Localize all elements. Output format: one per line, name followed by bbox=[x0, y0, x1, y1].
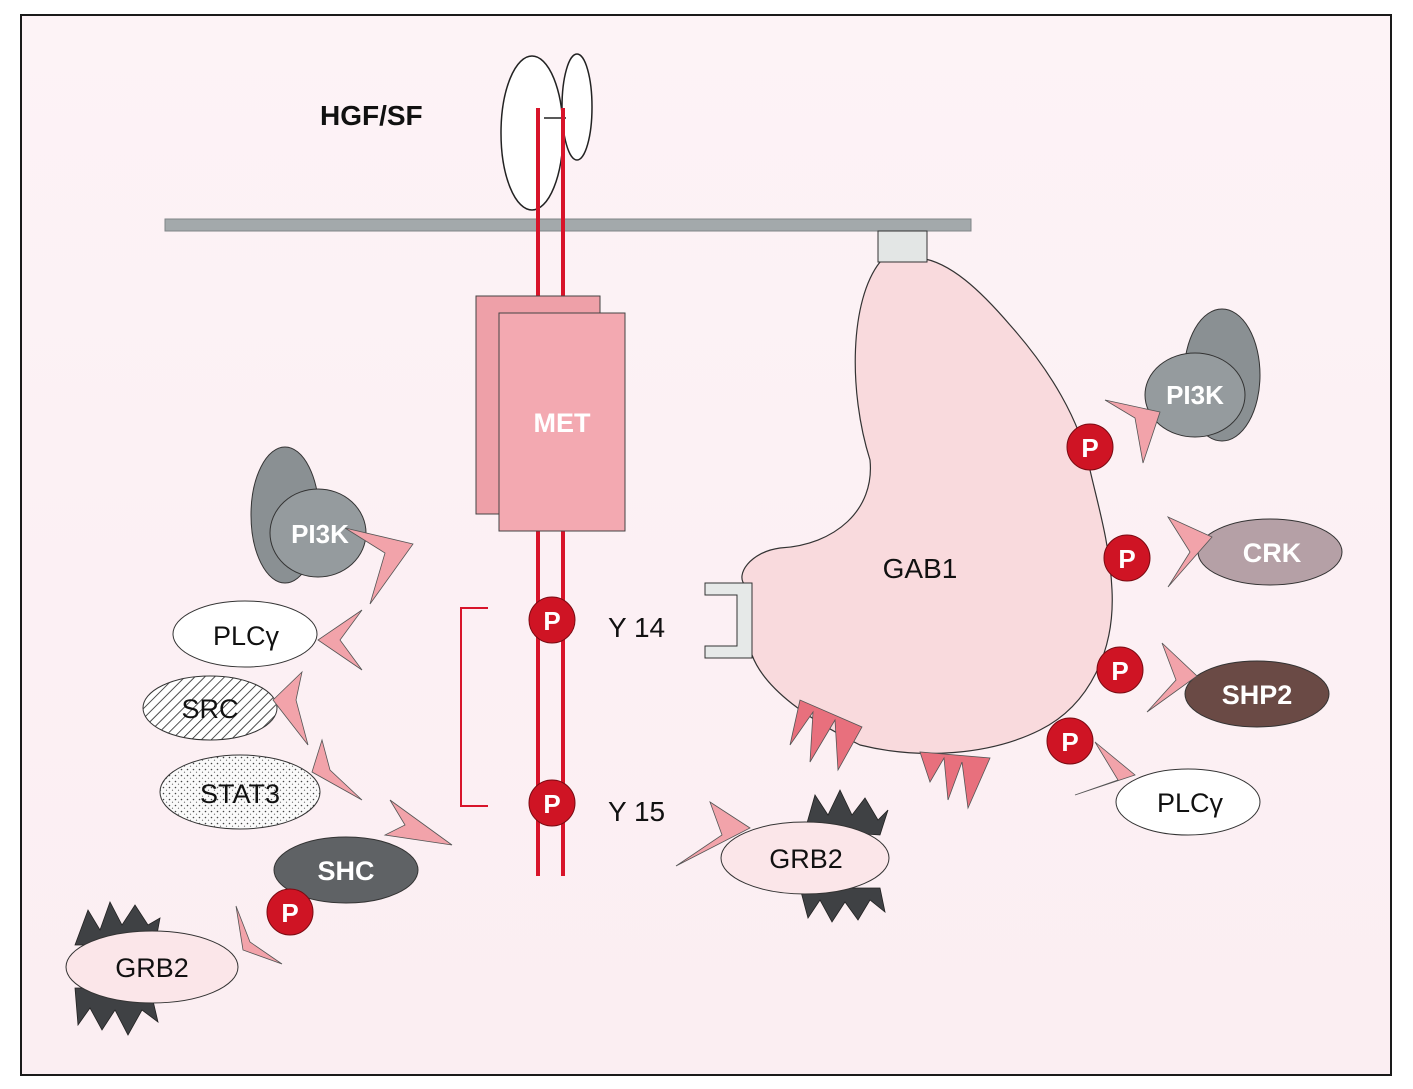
met-src-label: SRC bbox=[181, 694, 238, 724]
grb2-left-label: GRB2 bbox=[115, 953, 189, 983]
met-stat3-label: STAT3 bbox=[200, 779, 280, 809]
gab1-plcg-label: PLCγ bbox=[1157, 788, 1224, 818]
svg-text:P: P bbox=[543, 789, 560, 819]
gab1-phospho-1: P bbox=[1066, 423, 1114, 471]
grb2-left-sh2-icon bbox=[235, 905, 283, 965]
gab1-body bbox=[741, 257, 1113, 755]
grb2-center-sh2-icon bbox=[675, 801, 751, 867]
gab1-crk-label: CRK bbox=[1243, 538, 1302, 568]
plasma-membrane bbox=[164, 218, 972, 232]
diagram-frame bbox=[20, 14, 1392, 1076]
gab1-crk-sh2-icon bbox=[1166, 516, 1213, 588]
met-plcg-label: PLCγ bbox=[213, 621, 280, 651]
met-shc-protein bbox=[273, 836, 419, 904]
met-stat3-sh2-icon bbox=[311, 738, 363, 801]
gab1-phospho-2: P bbox=[1103, 534, 1151, 582]
hgf-ellipse-left bbox=[500, 55, 564, 211]
grb2-center-label: GRB2 bbox=[769, 844, 843, 874]
gab1-membrane-anchor bbox=[877, 230, 928, 263]
docking-site-bracket bbox=[460, 607, 488, 807]
met-pi3k-sh2-icon bbox=[344, 527, 414, 605]
met-src-sh2-icon bbox=[272, 670, 309, 746]
gab1-phospho-4: P bbox=[1046, 717, 1094, 765]
y14-label: Y 14 bbox=[608, 612, 665, 643]
y15-label: Y 15 bbox=[608, 796, 665, 827]
gab1-shp2-label: SHP2 bbox=[1222, 680, 1293, 710]
grb2-center-sh3-bottom-icon bbox=[799, 887, 886, 923]
hgf-ellipse-right bbox=[561, 53, 593, 161]
phospho-y15: P bbox=[528, 779, 576, 827]
met-plcg-protein bbox=[172, 600, 318, 668]
gab1-plcg-sh2-icon bbox=[1074, 741, 1136, 796]
shc-phospho: P bbox=[266, 888, 314, 936]
gab1-spikes-left bbox=[789, 699, 863, 772]
svg-text:P: P bbox=[1118, 544, 1135, 574]
met-src-protein bbox=[142, 675, 278, 741]
grb2-left-protein bbox=[65, 930, 239, 1004]
gab1-plcg-protein bbox=[1115, 768, 1261, 836]
met-plcg-sh2-icon bbox=[317, 609, 363, 671]
gab1-pi3k-sh2-icon bbox=[1104, 399, 1161, 464]
met-stat3-protein bbox=[159, 754, 321, 830]
svg-text:P: P bbox=[1081, 433, 1098, 463]
met-pi3k-label: PI3K bbox=[291, 519, 349, 549]
met-kinase-front bbox=[498, 312, 626, 532]
svg-text:P: P bbox=[1061, 727, 1078, 757]
met-label: MET bbox=[534, 408, 592, 438]
phospho-y14: P bbox=[528, 596, 576, 644]
svg-text:P: P bbox=[281, 898, 298, 928]
gab1-label: GAB1 bbox=[883, 553, 958, 584]
gab1-pi3k-label: PI3K bbox=[1166, 380, 1224, 410]
gab1-met-binding-domain bbox=[704, 582, 753, 659]
gab1-spikes-right bbox=[919, 751, 991, 810]
met-shc-ptb-icon bbox=[383, 799, 453, 846]
hgf-sf-label: HGF/SF bbox=[320, 100, 423, 131]
gab1-pi3k-catalytic bbox=[1144, 352, 1246, 438]
gab1-shp2-protein bbox=[1184, 660, 1330, 728]
gab1-shp2-sh2-icon bbox=[1146, 642, 1198, 713]
grb2-center-protein bbox=[720, 821, 890, 895]
gab1-phospho-3: P bbox=[1096, 646, 1144, 694]
svg-text:P: P bbox=[1111, 656, 1128, 686]
met-shc-label: SHC bbox=[317, 856, 374, 886]
svg-text:P: P bbox=[543, 606, 560, 636]
